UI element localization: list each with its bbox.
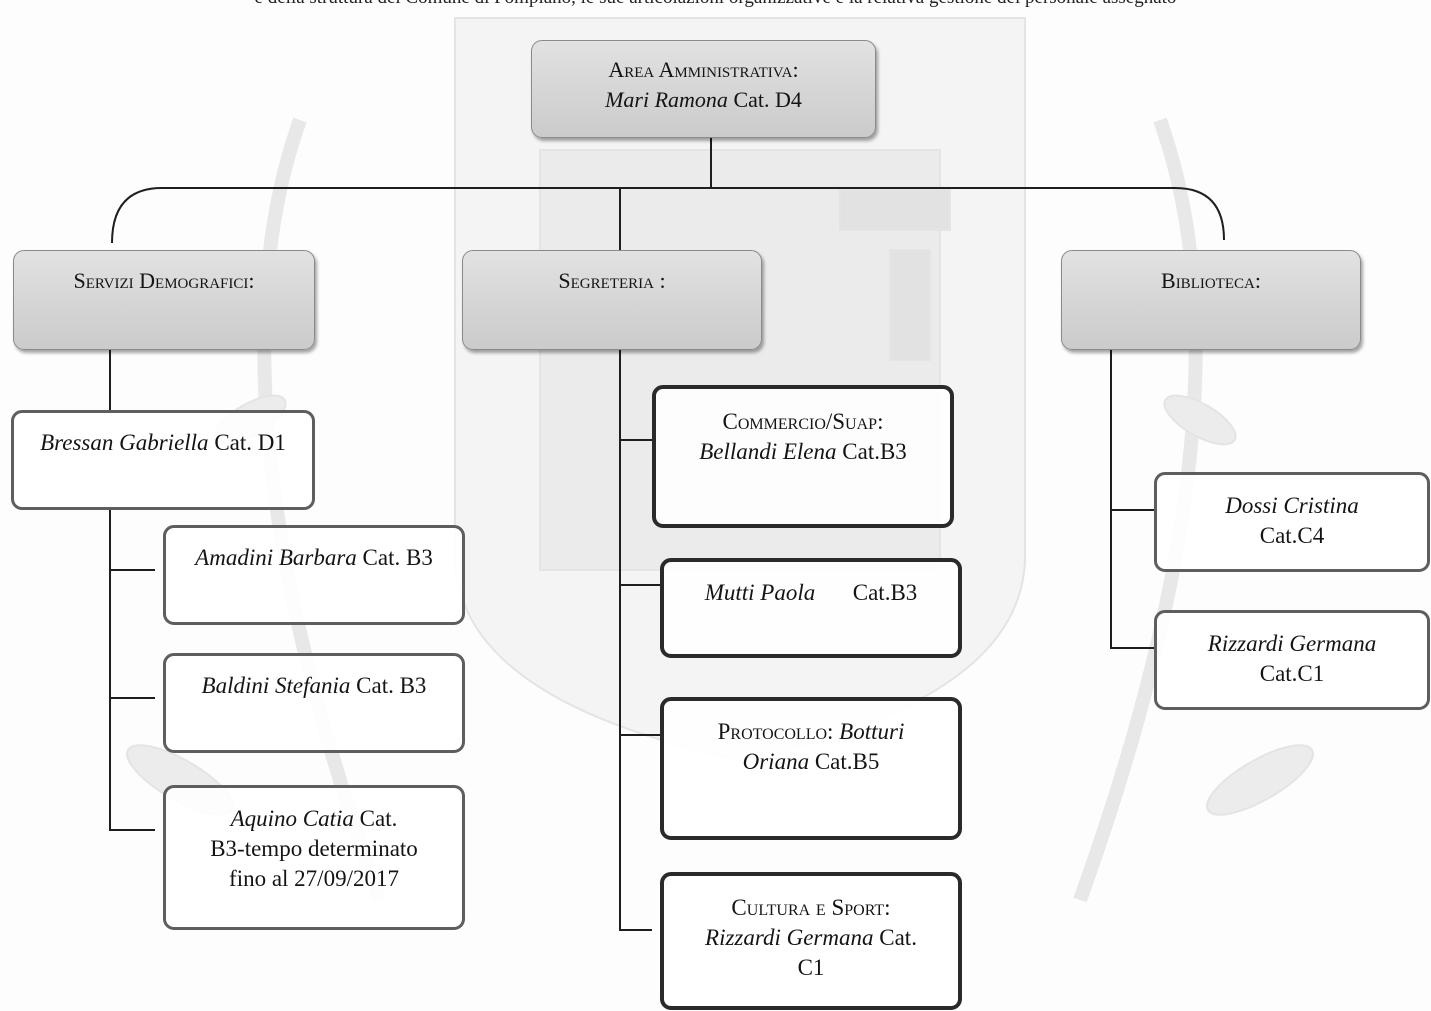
node-category: Cat. bbox=[879, 925, 917, 950]
node-category: Cat.B3 bbox=[852, 580, 918, 605]
branch-bar bbox=[111, 187, 1225, 244]
node-dossi-cristina: Dossi Cristina Cat.C4 bbox=[1154, 472, 1430, 572]
node-title: Segreteria : bbox=[558, 268, 666, 293]
node-person: Aquino Catia bbox=[230, 806, 354, 831]
node-person: Oriana bbox=[742, 749, 810, 774]
node-title: Biblioteca: bbox=[1161, 268, 1261, 293]
node-segreteria: Segreteria : bbox=[462, 250, 762, 350]
segreteria-trunk bbox=[619, 350, 652, 931]
node-category: C1 bbox=[797, 955, 825, 980]
node-category: Cat. B3 bbox=[362, 545, 433, 570]
node-rizzardi-germana: Rizzardi Germana Cat.C1 bbox=[1154, 610, 1430, 710]
node-aquino-catia: Aquino Catia Cat. B3-tempo determinato f… bbox=[163, 785, 465, 930]
demografici-staff-trunk bbox=[109, 510, 155, 831]
node-category: Cat. D1 bbox=[214, 430, 286, 455]
node-biblioteca: Biblioteca: bbox=[1061, 250, 1361, 350]
node-amadini-barbara: Amadini Barbara Cat. B3 bbox=[163, 525, 465, 625]
node-mutti-paola: Mutti Paola Cat.B3 bbox=[660, 558, 962, 658]
node-unit-title: Protocollo: bbox=[717, 719, 834, 744]
node-category: Cat. B3 bbox=[356, 673, 427, 698]
node-category: Cat.C1 bbox=[1259, 661, 1325, 686]
node-servizi-demografici: Servizi Demografici: bbox=[13, 250, 315, 350]
node-note-line: fino al 27/09/2017 bbox=[229, 866, 399, 891]
header-text-fragment: e della struttura del Comune di Pompiano… bbox=[0, 0, 1431, 10]
node-title: Servizi Demografici: bbox=[73, 268, 255, 293]
node-person: Botturi bbox=[839, 719, 905, 744]
node-commercio-suap: Commercio/Suap: Bellandi Elena Cat.B3 bbox=[652, 385, 954, 528]
node-person: Mutti Paola bbox=[704, 580, 816, 605]
node-unit-title: Area Amministrativa: bbox=[608, 57, 799, 82]
node-note-line: B3-tempo determinato bbox=[210, 836, 418, 861]
node-cultura-e-sport: Cultura e Sport: Rizzardi Germana Cat. C… bbox=[660, 872, 962, 1010]
node-person: Bressan Gabriella bbox=[40, 430, 209, 455]
node-category: Cat. D4 bbox=[733, 87, 802, 112]
node-unit-title: Commercio/Suap: bbox=[722, 409, 884, 434]
node-unit-title: Cultura e Sport: bbox=[731, 895, 891, 920]
node-bressan-gabriella: Bressan Gabriella Cat. D1 bbox=[11, 410, 315, 510]
node-person: Rizzardi Germana bbox=[705, 925, 874, 950]
node-category: Cat.B3 bbox=[842, 439, 907, 464]
node-category: Cat. bbox=[359, 806, 398, 831]
node-person: Amadini Barbara bbox=[195, 545, 357, 570]
node-category: Cat.B5 bbox=[814, 749, 880, 774]
node-area-amministrativa: Area Amministrativa: Mari Ramona Cat. D4 bbox=[531, 40, 876, 138]
node-person: Baldini Stefania bbox=[201, 673, 351, 698]
node-person: Bellandi Elena bbox=[699, 439, 837, 464]
biblioteca-trunk bbox=[1110, 350, 1155, 649]
node-baldini-stefania: Baldini Stefania Cat. B3 bbox=[163, 653, 465, 753]
node-person: Rizzardi Germana bbox=[1207, 631, 1377, 656]
node-category: Cat.C4 bbox=[1259, 523, 1325, 548]
node-person: Mari Ramona bbox=[605, 87, 728, 112]
node-protocollo: Protocollo: Botturi Oriana Cat.B5 bbox=[660, 697, 962, 840]
node-person: Dossi Cristina bbox=[1225, 493, 1359, 518]
